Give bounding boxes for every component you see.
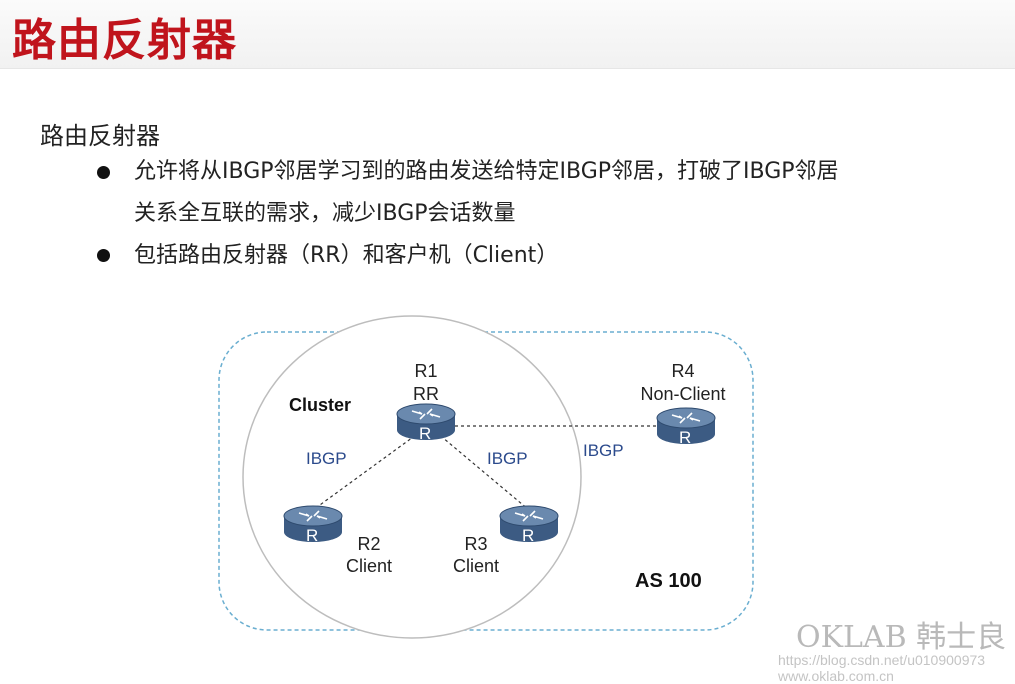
bullet-dot-2 — [97, 249, 110, 262]
router-r2: R — [283, 505, 343, 545]
ibgp-label-r1-r3: IBGP — [487, 449, 528, 468]
url-watermark: https://blog.csdn.net/u010900973 www.okl… — [778, 652, 986, 684]
bullet-1-line-2: 关系全互联的需求，减少IBGP会话数量 — [134, 201, 516, 226]
router-r3-glyph: R — [522, 526, 534, 545]
router-r4-glyph: R — [679, 428, 691, 447]
brand-watermark: OKLAB 韩士良 — [796, 620, 1007, 655]
router-r3: R — [499, 505, 559, 545]
link-r1-r2 — [312, 431, 421, 511]
ibgp-label-r1-r4: IBGP — [583, 441, 624, 460]
bullet-1-line-1: 允许将从IBGP邻居学习到的路由发送给特定IBGP邻居，打破了IBGP邻居 — [134, 159, 839, 184]
router-r4-name: R4 — [671, 361, 694, 381]
link-r1-r3 — [435, 431, 530, 511]
router-r1-name: R1 — [414, 361, 437, 381]
router-r4: R — [656, 407, 716, 447]
section-heading: 路由反射器 — [40, 122, 160, 150]
router-r2-role: Client — [346, 556, 392, 576]
slide-title: 路由反射器 — [12, 15, 237, 66]
ibgp-label-r1-r2: IBGP — [306, 449, 347, 468]
router-r2-name: R2 — [357, 534, 380, 554]
bullet-dot-1 — [97, 166, 110, 179]
router-r4-role: Non-Client — [640, 384, 725, 404]
title-band: 路由反射器 — [0, 0, 1015, 69]
cluster-label: Cluster — [289, 395, 351, 415]
router-r3-role: Client — [453, 556, 499, 576]
cluster-circle — [242, 315, 582, 639]
router-r1-glyph: R — [419, 424, 431, 443]
as-label: AS 100 — [635, 570, 702, 592]
router-r3-name: R3 — [464, 534, 487, 554]
router-r1-role: RR — [413, 384, 439, 404]
bullet-2-line-1: 包括路由反射器（RR）和客户机（Client） — [134, 243, 559, 268]
router-r2-glyph: R — [306, 526, 318, 545]
router-r1: R — [396, 403, 456, 443]
